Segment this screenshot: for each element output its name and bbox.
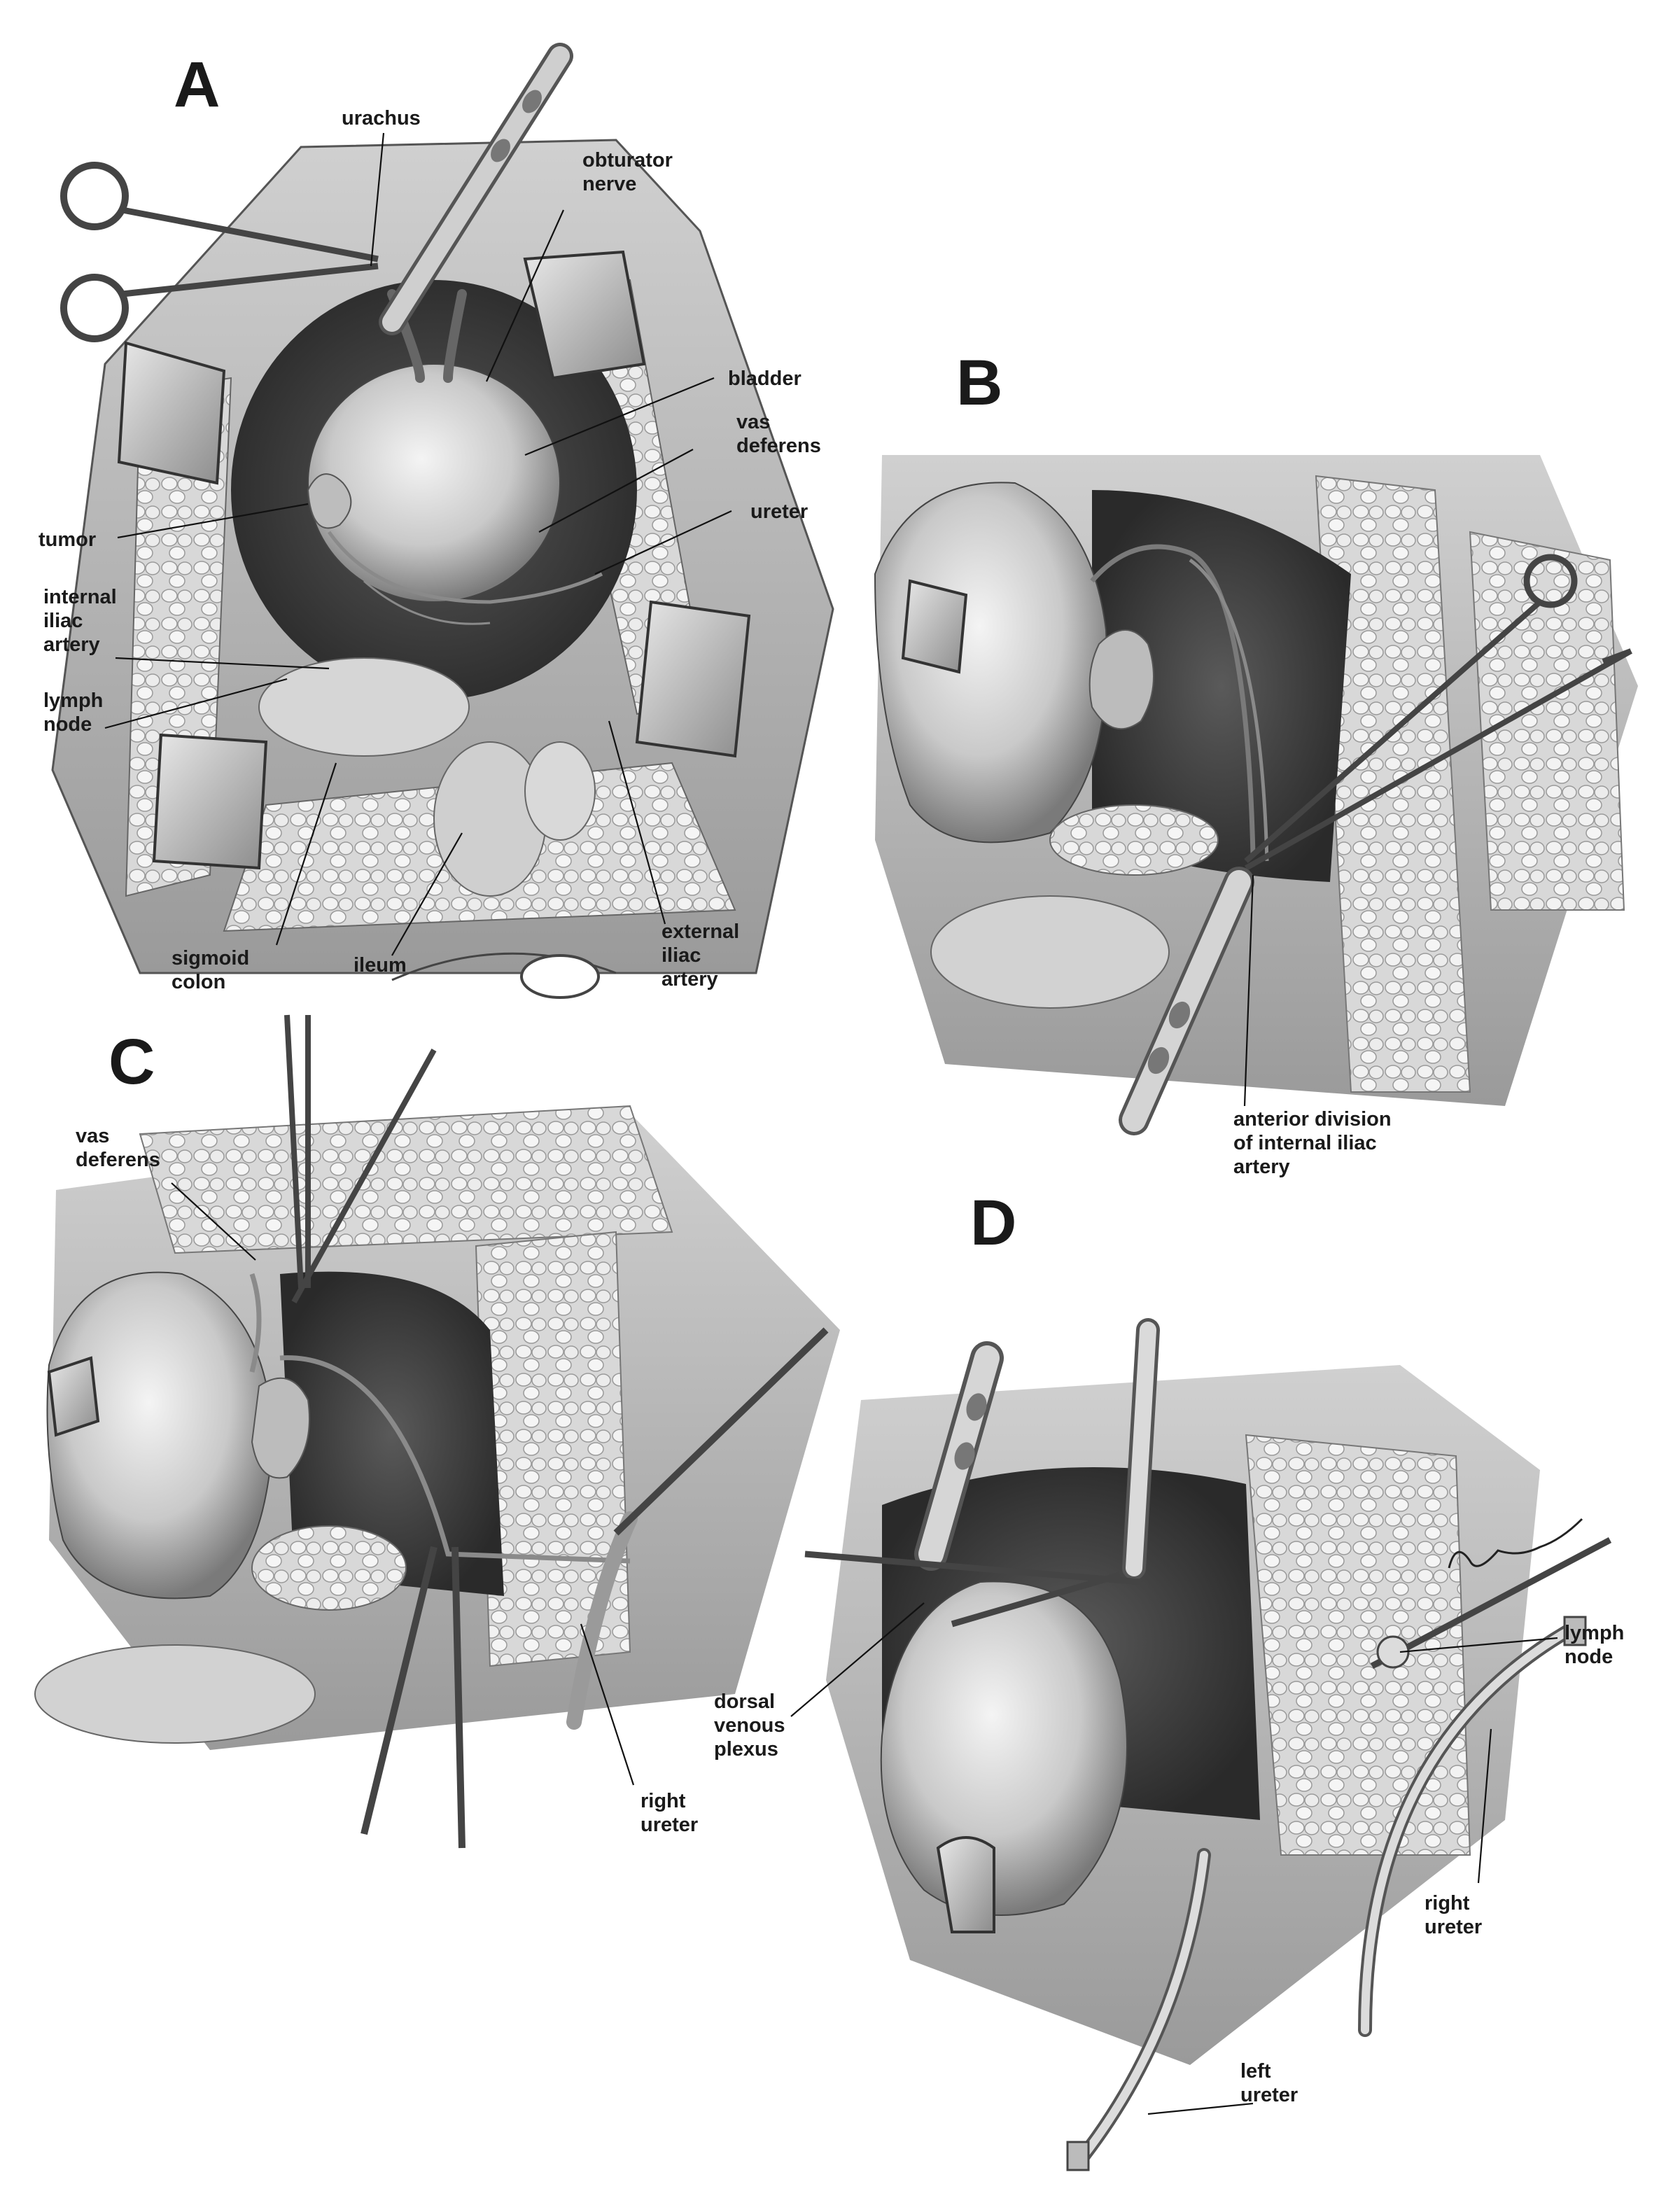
label-ureter: ureter xyxy=(750,500,808,523)
panel-a: A xyxy=(38,43,834,999)
panel-d-leaders xyxy=(790,1602,1558,2115)
panel-c-artwork xyxy=(34,1014,840,1849)
label-d-lymph-node: lymph node xyxy=(1564,1622,1630,1668)
panel-b-leaders xyxy=(1243,874,1254,1107)
panel-b-artwork xyxy=(874,455,1638,1135)
label-obturator-nerve: obturator nerve xyxy=(582,149,678,195)
label-tumor: tumor xyxy=(38,528,96,551)
label-lymph-node: lymph node xyxy=(43,690,108,736)
label-external-iliac-artery: external iliac artery xyxy=(662,920,745,990)
label-c-right-ureter: right ureter xyxy=(640,1790,698,1836)
label-sigmoid-colon: sigmoid colon xyxy=(172,947,255,993)
label-vas-deferens: vas deferens xyxy=(736,411,821,457)
label-c-vas-deferens: vas deferens xyxy=(76,1125,160,1171)
panel-d-letter: D xyxy=(970,1187,1016,1259)
panel-d-labels: lymph node dorsal venous plexus right ur… xyxy=(714,1622,1630,2106)
panel-d-artwork xyxy=(804,1318,1612,2171)
label-bladder: bladder xyxy=(728,368,802,390)
label-d-right-ureter: right ureter xyxy=(1424,1892,1482,1938)
label-internal-iliac-artery: internal iliac artery xyxy=(43,586,122,656)
panel-b-letter: B xyxy=(956,347,1002,419)
label-ileum: ileum xyxy=(354,954,407,976)
panel-a-letter: A xyxy=(174,49,220,120)
panel-a-labels: urachus obturator nerve bladder vas defe… xyxy=(38,107,821,993)
label-anterior-division-internal-iliac-artery: anterior division of internal iliac arte… xyxy=(1233,1108,1397,1178)
panel-c: C xyxy=(34,1014,840,1849)
panel-d: D xyxy=(714,1187,1630,2171)
label-dorsal-venous-plexus: dorsal venous plexus xyxy=(714,1690,791,1760)
panel-a-leaders xyxy=(104,132,732,956)
panel-c-leaders xyxy=(171,1182,635,1786)
label-d-left-ureter: left ureter xyxy=(1240,2060,1298,2106)
panel-b-labels: anterior division of internal iliac arte… xyxy=(1233,1108,1397,1178)
bladder-organ xyxy=(307,363,561,603)
panel-b: B xyxy=(874,347,1638,1178)
panel-c-letter: C xyxy=(108,1026,155,1098)
panel-a-artwork xyxy=(51,43,834,999)
panel-c-labels: vas deferens right ureter xyxy=(76,1125,698,1836)
label-urachus: urachus xyxy=(342,107,421,130)
